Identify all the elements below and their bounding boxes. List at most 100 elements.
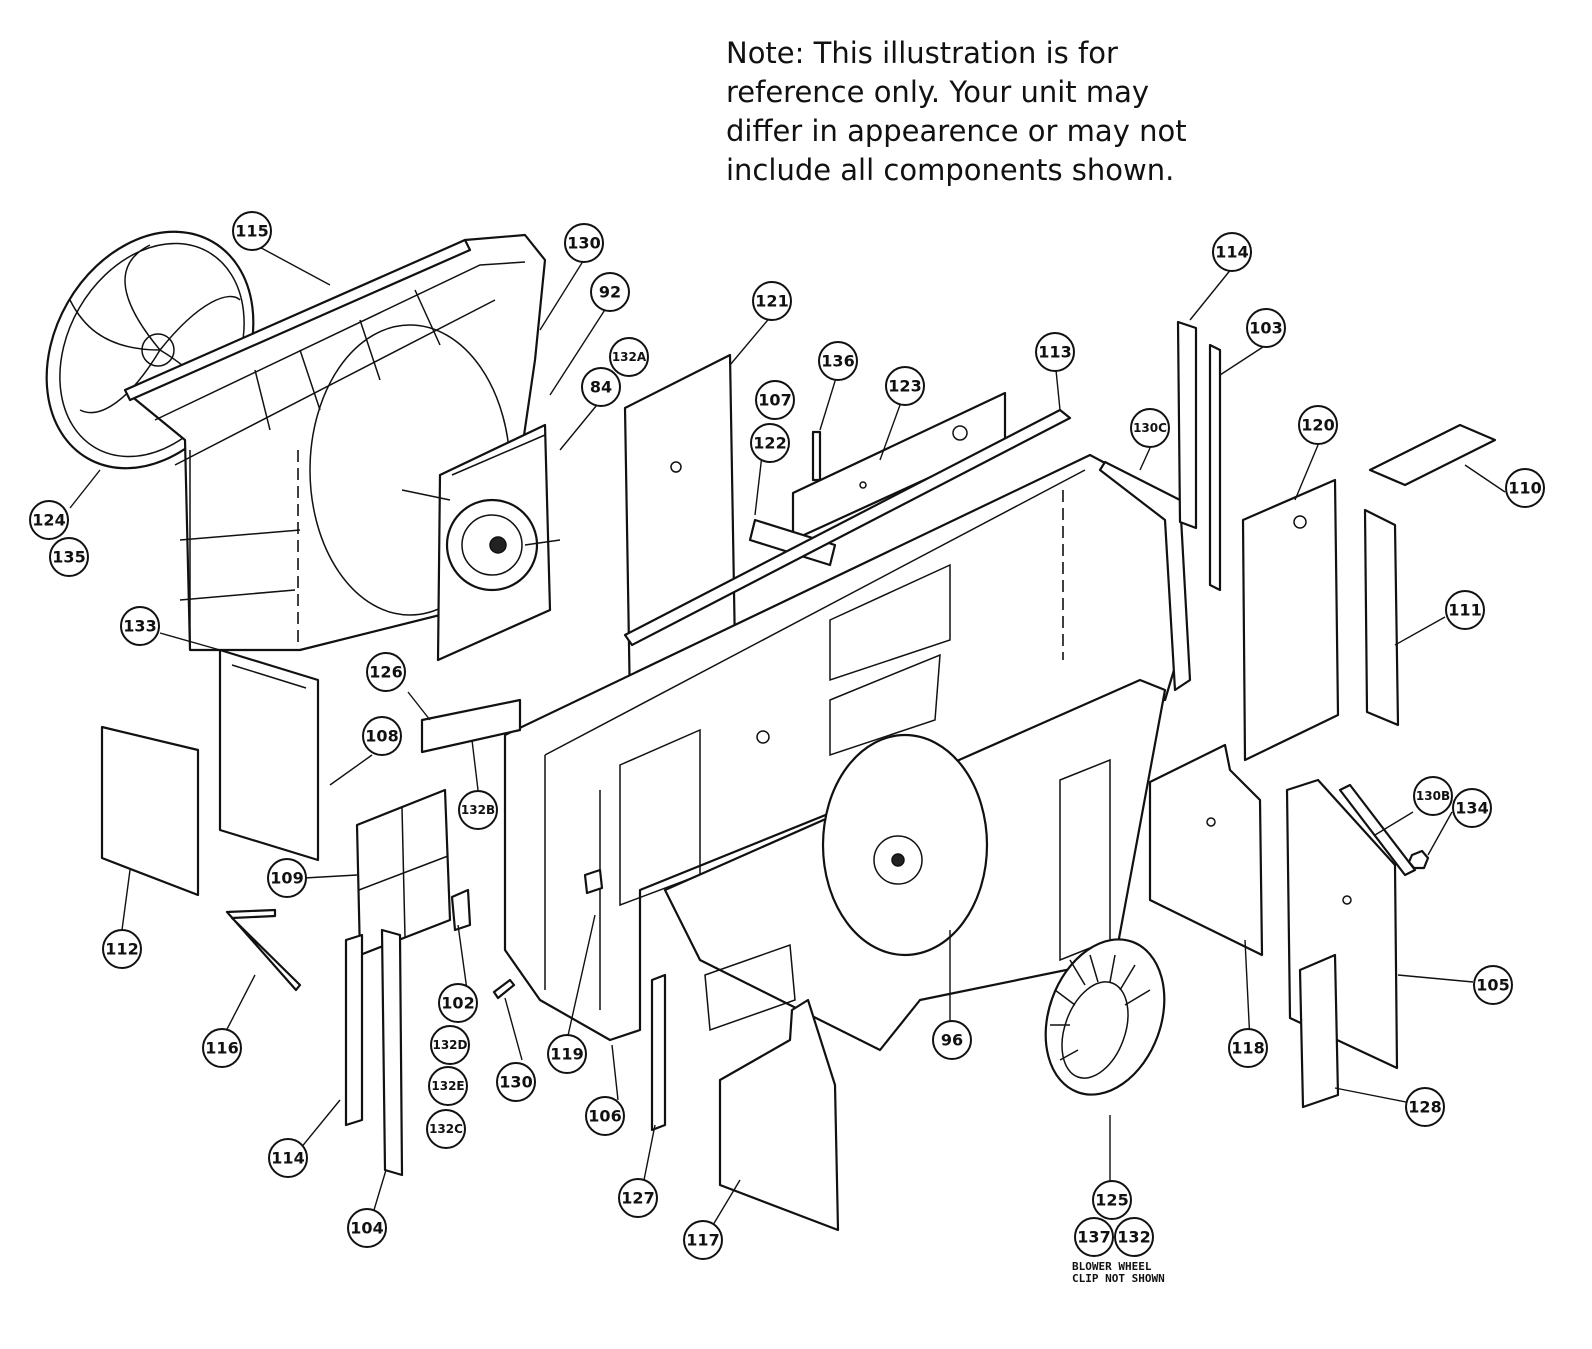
svg-text:135: 135: [52, 548, 85, 567]
svg-text:117: 117: [686, 1231, 719, 1250]
callout-96: 96: [932, 1020, 972, 1060]
callout-110: 110: [1505, 468, 1545, 508]
svg-text:130C: 130C: [1133, 421, 1167, 435]
svg-text:102: 102: [441, 994, 474, 1013]
svg-text:122: 122: [753, 434, 786, 453]
svg-text:132A: 132A: [612, 350, 647, 364]
svg-text:115: 115: [235, 222, 268, 241]
svg-text:132: 132: [1117, 1228, 1150, 1247]
bracket-126: [420, 698, 522, 754]
strip-114-right: [1176, 320, 1198, 530]
callout-116: 116: [202, 1028, 242, 1068]
callout-115: 115: [232, 211, 272, 251]
panel-112: [100, 725, 200, 897]
svg-text:96: 96: [941, 1031, 963, 1050]
svg-text:128: 128: [1408, 1098, 1441, 1117]
strip-104: [380, 928, 404, 1177]
svg-text:109: 109: [270, 869, 303, 888]
callout-92: 92: [590, 272, 630, 312]
bolt-136: [811, 430, 822, 482]
callout-109: 109: [267, 858, 307, 898]
callout-125: 125: [1092, 1180, 1132, 1220]
callout-128: 128: [1405, 1087, 1445, 1127]
callout-122: 122: [750, 423, 790, 463]
svg-text:134: 134: [1455, 799, 1488, 818]
svg-text:118: 118: [1231, 1039, 1264, 1058]
callout-132E: 132E: [428, 1066, 468, 1106]
svg-text:130: 130: [567, 234, 600, 253]
panel-110: [1368, 423, 1497, 487]
callout-127: 127: [618, 1178, 658, 1218]
callout-108: 108: [362, 716, 402, 756]
svg-text:113: 113: [1038, 343, 1071, 362]
svg-text:132C: 132C: [429, 1122, 463, 1136]
svg-text:127: 127: [621, 1189, 654, 1208]
callout-117: 117: [683, 1220, 723, 1260]
note-line: reference only. Your unit may: [726, 75, 1150, 109]
leader-lines: [69, 242, 1506, 1231]
callout-103: 103: [1246, 308, 1286, 348]
callout-112: 112: [102, 929, 142, 969]
callout-132A: 132A: [609, 337, 649, 377]
rod-116: [225, 908, 302, 992]
callout-130B: 130B: [1413, 776, 1453, 816]
svg-text:112: 112: [105, 940, 138, 959]
svg-text:121: 121: [755, 292, 788, 311]
callout-130C: 130C: [1130, 408, 1170, 448]
panel-120: [1241, 478, 1340, 762]
note-line: Note: This illustration is for: [726, 36, 1118, 70]
callout-130-bottom: 130: [496, 1062, 536, 1102]
svg-text:106: 106: [588, 1107, 621, 1126]
callout-132C: 132C: [426, 1109, 466, 1149]
svg-text:126: 126: [369, 663, 402, 682]
svg-text:125: 125: [1095, 1191, 1128, 1210]
svg-text:111: 111: [1448, 601, 1481, 620]
callout-133: 133: [120, 606, 160, 646]
callout-123: 123: [885, 366, 925, 406]
callout-114-bottom: 114: [268, 1138, 308, 1178]
strip-127: [650, 973, 667, 1132]
svg-text:110: 110: [1508, 479, 1541, 498]
callout-119: 119: [547, 1034, 587, 1074]
svg-text:108: 108: [365, 727, 398, 746]
callout-132: 132: [1114, 1217, 1154, 1257]
box-119: [583, 868, 604, 895]
blower-note-line: BLOWER WHEEL: [1072, 1260, 1152, 1273]
svg-text:105: 105: [1476, 976, 1509, 995]
svg-text:137: 137: [1077, 1228, 1110, 1247]
callout-136: 136: [818, 341, 858, 381]
blower-note-line: CLIP NOT SHOWN: [1072, 1272, 1165, 1285]
strip-114-left: [344, 933, 364, 1127]
svg-text:124: 124: [32, 511, 65, 530]
strip-111: [1363, 508, 1400, 727]
strip-103: [1208, 343, 1222, 592]
panel-118: [1148, 743, 1264, 957]
callout-111: 111: [1445, 590, 1485, 630]
clip-102: [450, 888, 472, 932]
callout-84: 84: [581, 367, 621, 407]
svg-text:103: 103: [1249, 319, 1282, 338]
svg-text:130B: 130B: [1416, 789, 1450, 803]
svg-text:132D: 132D: [432, 1038, 467, 1052]
svg-text:132E: 132E: [431, 1079, 464, 1093]
callout-120: 120: [1298, 405, 1338, 445]
svg-text:116: 116: [205, 1039, 238, 1058]
bracket-130-bottom: [492, 978, 516, 1000]
bracket-122: [748, 518, 837, 567]
top-rail: [623, 408, 1072, 647]
nut-134: [1407, 849, 1430, 870]
panel-117: [718, 998, 840, 1232]
svg-text:133: 133: [123, 617, 156, 636]
panel-128: [1298, 953, 1340, 1109]
callout-121: 121: [752, 281, 792, 321]
callout-132D: 132D: [430, 1025, 470, 1065]
svg-text:120: 120: [1301, 416, 1334, 435]
svg-text:132B: 132B: [461, 803, 495, 817]
callout-118: 118: [1228, 1028, 1268, 1068]
svg-text:114: 114: [1215, 243, 1248, 262]
callout-132B: 132B: [458, 790, 498, 830]
reference-note: Note: This illustration is for reference…: [726, 34, 1246, 190]
grille-109: [355, 788, 452, 957]
note-line: differ in appearence or may not: [726, 114, 1187, 148]
